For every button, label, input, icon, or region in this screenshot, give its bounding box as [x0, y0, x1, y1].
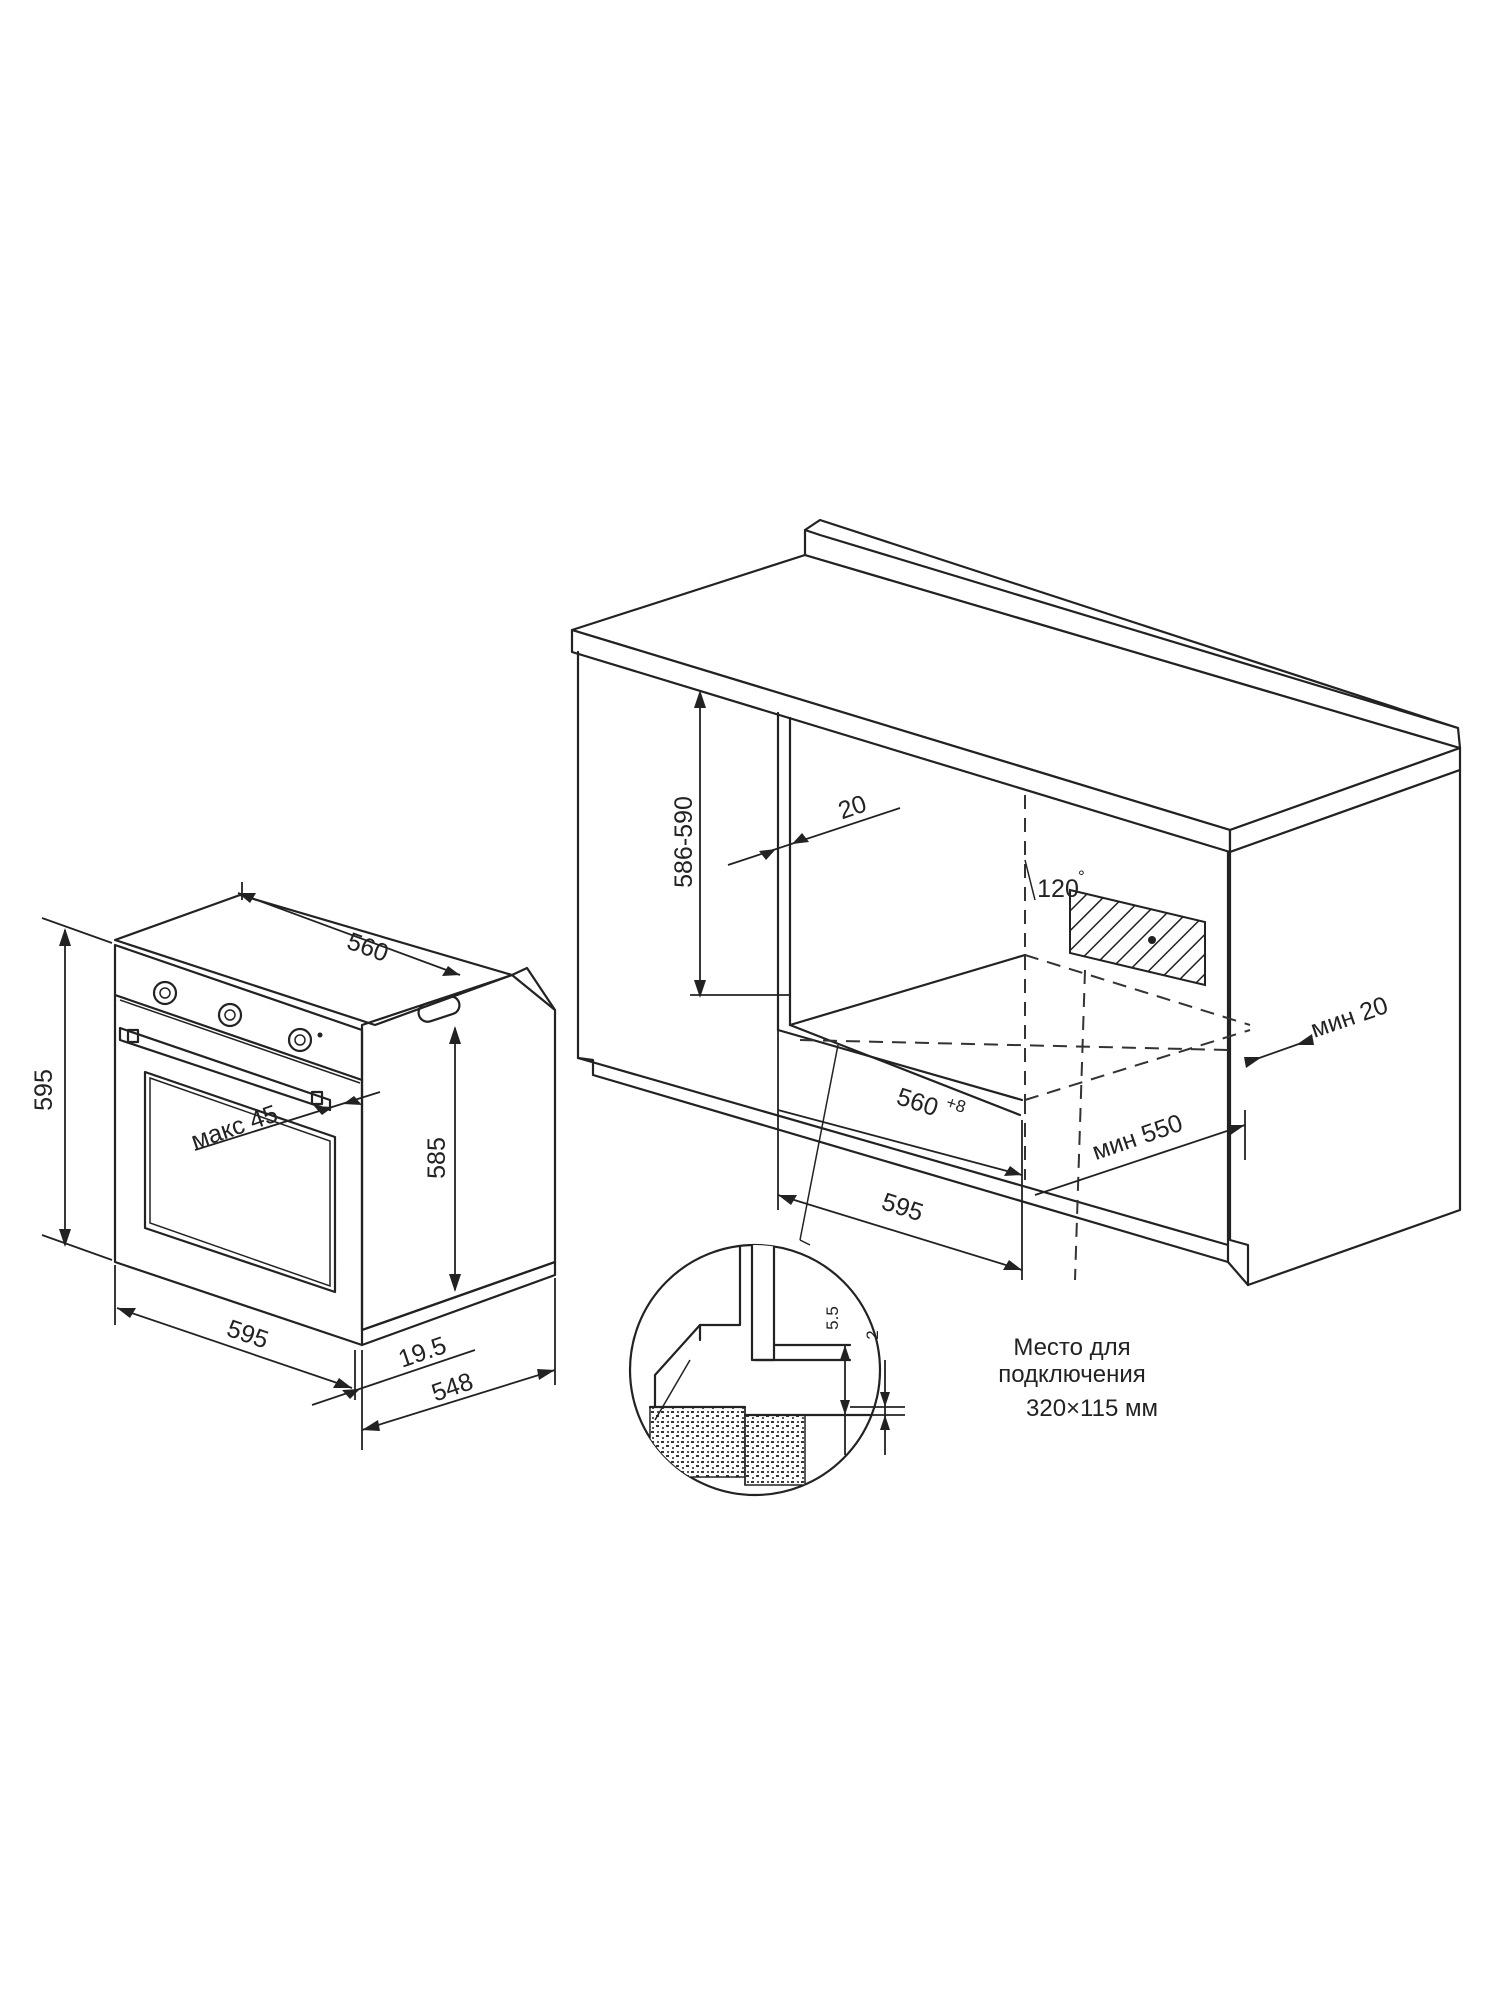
oven-width-label: 595 [223, 1314, 272, 1354]
oven-depth-label: 548 [428, 1367, 477, 1407]
detail-thickness-label: 2 [863, 1330, 882, 1339]
oven-top-face [113, 893, 514, 1027]
knob-icon [217, 1002, 243, 1028]
oven-height-label: 595 [30, 1069, 58, 1111]
side-vent [417, 995, 461, 1023]
door-handle [118, 1026, 332, 1112]
niche-height-label: 586-590 [670, 796, 698, 888]
note-line-3: 320×115 мм [1026, 1395, 1158, 1422]
cavity-height-label: 585 [423, 1137, 451, 1179]
note-line-2: подключения [998, 1361, 1146, 1388]
connection-area [1069, 888, 1206, 987]
outer-width-label: 595 [878, 1188, 926, 1228]
detail-view: 5.5 2 [628, 1243, 905, 1497]
min-depth-label: мин 550 [1089, 1109, 1187, 1166]
svg-text:°: ° [1078, 867, 1085, 886]
backsplash [803, 518, 1462, 750]
connection-note: Место для подключения 320×115 мм [998, 1334, 1158, 1422]
note-line-1: Место для [1013, 1334, 1130, 1361]
door-window [143, 1070, 337, 1294]
control-knobs [152, 980, 323, 1053]
oven-drawing: 595 560 585 макс 45 595 19.5 5 [30, 882, 557, 1450]
niche-width-tolerance: +8 [944, 1093, 968, 1117]
oven-top-depth-label: 560 [343, 927, 392, 968]
knob-icon [152, 980, 178, 1006]
knob-icon [287, 1027, 313, 1053]
oven-front [113, 943, 364, 1347]
cabinet-drawing: 586-590 20 120 ° 560 +8 595 мин 550 мин … [570, 518, 1462, 1287]
angle-label: 120 [1037, 875, 1079, 903]
detail-offset-label: 5.5 [823, 1306, 842, 1330]
niche-width-label: 560 [893, 1083, 941, 1123]
